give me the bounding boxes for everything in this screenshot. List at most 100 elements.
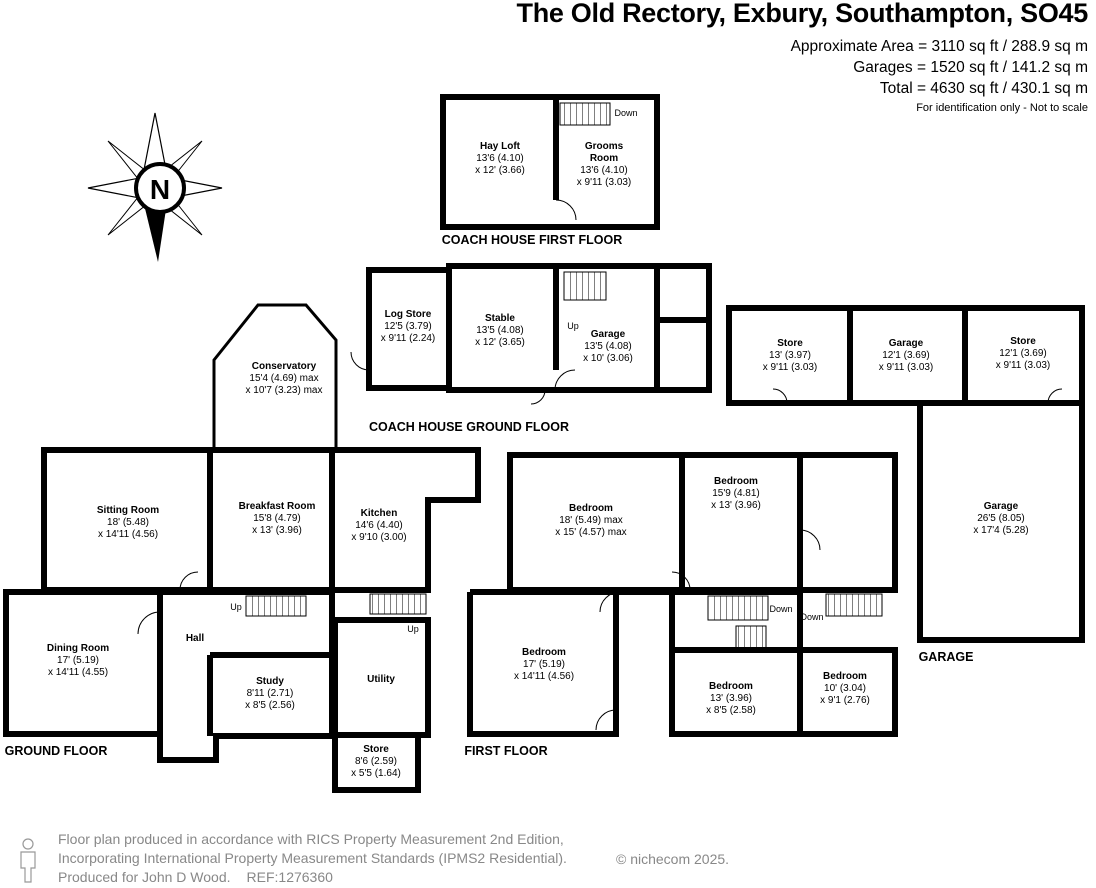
section-garage: GARAGE [919,650,974,664]
footer-line-2: Incorporating International Property Mea… [58,850,567,866]
section-ground: GROUND FLOOR [5,744,108,758]
room-stable: Stable 13'5 (4.08) x 12' (3.65) [475,313,525,348]
room-study: Study 8'11 (2.71) x 8'5 (2.56) [245,676,295,711]
svg-text:x 9'1 (2.76): x 9'1 (2.76) [820,695,870,706]
room-store-a: Store 13' (3.97) x 9'11 (3.03) [763,338,818,373]
room-kitchen: Kitchen 14'6 (4.40) x 9'10 (3.00) [351,508,406,543]
stair-label-up-kitchen: Up [407,624,419,634]
svg-text:x 9'11 (3.03): x 9'11 (3.03) [879,362,934,373]
svg-text:12'5 (3.79): 12'5 (3.79) [384,321,432,332]
compass-icon: N [87,112,223,262]
person-icon [20,838,36,883]
svg-text:Store: Store [777,338,803,349]
svg-text:15'4 (4.69) max: 15'4 (4.69) max [249,373,318,384]
room-bedroom-5: Bedroom 10' (3.04) x 9'1 (2.76) [820,671,870,706]
floor-plan: N [3,94,1085,793]
stair-label-down-rear: Down [800,612,823,622]
svg-text:Store: Store [1010,336,1036,347]
svg-text:Dining Room: Dining Room [47,643,109,654]
area-garages: Garages = 1520 sq ft / 141.2 sq m [853,59,1088,76]
svg-text:x 9'11 (3.03): x 9'11 (3.03) [763,362,818,373]
svg-text:10' (3.04): 10' (3.04) [824,683,866,694]
room-garage-big: Garage 26'5 (8.05) x 17'4 (5.28) [973,501,1028,536]
svg-text:x 9'11 (3.03): x 9'11 (3.03) [996,360,1051,371]
svg-text:x 9'10 (3.00): x 9'10 (3.00) [351,532,406,543]
section-coach-first: COACH HOUSE FIRST FLOOR [442,233,623,247]
footer-copyright: © nichecom 2025. [616,851,730,867]
room-store-c: Store 12'1 (3.69) x 9'11 (3.03) [996,336,1051,371]
room-utility: Utility [367,674,395,685]
footer: Floor plan produced in accordance with R… [58,830,729,887]
svg-text:Bedroom: Bedroom [823,671,867,682]
svg-text:x 14'11 (4.56): x 14'11 (4.56) [98,529,158,540]
svg-text:13'6 (4.10): 13'6 (4.10) [580,165,628,176]
svg-text:Sitting Room: Sitting Room [97,505,159,516]
room-garage-b: Garage 12'1 (3.69) x 9'11 (3.03) [879,338,934,373]
svg-text:18' (5.49) max: 18' (5.49) max [559,515,623,526]
room-sitting: Sitting Room 18' (5.48) x 14'11 (4.56) [97,505,159,540]
svg-text:x 10'7 (3.23) max: x 10'7 (3.23) max [246,385,323,396]
section-first: FIRST FLOOR [464,744,547,758]
svg-text:Log Store: Log Store [385,309,432,320]
svg-text:x 13' (3.96): x 13' (3.96) [711,500,761,511]
stair-label-up-hall: Up [230,602,242,612]
svg-text:Conservatory: Conservatory [252,361,317,372]
area-main: Approximate Area = 3110 sq ft / 288.9 sq… [790,38,1088,55]
svg-text:13'5 (4.08): 13'5 (4.08) [584,341,632,352]
area-total: Total = 4630 sq ft / 430.1 sq m [879,80,1088,97]
svg-text:Garage: Garage [591,329,626,340]
svg-text:13' (3.96): 13' (3.96) [710,693,752,704]
svg-text:x 8'5 (2.56): x 8'5 (2.56) [245,700,295,711]
svg-text:17' (5.19): 17' (5.19) [523,659,565,670]
svg-text:x 17'4 (5.28): x 17'4 (5.28) [973,525,1028,536]
svg-text:x 9'11 (2.24): x 9'11 (2.24) [381,333,436,344]
svg-text:x 15' (4.57) max: x 15' (4.57) max [555,527,626,538]
svg-text:Grooms: Grooms [585,141,624,152]
room-coach-garage: Garage 13'5 (4.08) x 10' (3.06) [583,329,633,364]
room-conservatory: Conservatory 15'4 (4.69) max x 10'7 (3.2… [246,361,323,396]
footer-ref: REF:1276360 [246,869,333,885]
svg-text:15'9 (4.81): 15'9 (4.81) [712,488,760,499]
footer-produced-for: Produced for John D Wood. [58,869,231,885]
compass-letter: N [150,174,170,205]
svg-text:17' (5.19): 17' (5.19) [57,655,99,666]
scale-note: For identification only - Not to scale [916,102,1088,114]
footer-line-1: Floor plan produced in accordance with R… [58,831,564,847]
coach-ground-walls [446,263,712,393]
svg-text:Room: Room [590,153,618,164]
svg-text:Hall: Hall [186,633,205,644]
coach-first-outline [440,94,660,230]
svg-text:x 12' (3.66): x 12' (3.66) [475,165,525,176]
room-bedroom-4: Bedroom 13' (3.96) x 8'5 (2.58) [706,681,756,716]
svg-text:26'5 (8.05): 26'5 (8.05) [977,513,1025,524]
staircases [245,102,883,651]
svg-text:15'8 (4.79): 15'8 (4.79) [253,513,301,524]
svg-text:Bedroom: Bedroom [714,476,758,487]
svg-text:Store: Store [363,744,389,755]
area-summary: Approximate Area = 3110 sq ft / 288.9 sq… [791,36,1088,99]
svg-text:x 10' (3.06): x 10' (3.06) [583,353,633,364]
room-grooms: Grooms Room 13'6 (4.10) x 9'11 (3.03) [577,141,632,188]
svg-text:x 12' (3.65): x 12' (3.65) [475,337,525,348]
store-c-walls [962,305,1085,406]
svg-text:x 13' (3.96): x 13' (3.96) [252,525,302,536]
room-hall: Hall [186,633,205,644]
big-garage-walls [917,403,1085,643]
stair-label-down-landing: Down [769,604,792,614]
stair-label-up-coach: Up [567,321,579,331]
svg-text:8'11 (2.71): 8'11 (2.71) [247,688,294,699]
footer-produced: Produced for John D Wood. REF:1276360 [58,868,567,887]
room-breakfast: Breakfast Room 15'8 (4.79) x 13' (3.96) [239,501,316,536]
svg-text:Stable: Stable [485,313,515,324]
svg-text:Breakfast Room: Breakfast Room [239,501,316,512]
room-bedroom-2: Bedroom 15'9 (4.81) x 13' (3.96) [711,476,761,511]
room-bedroom-3: Bedroom 17' (5.19) x 14'11 (4.56) [514,647,574,682]
svg-text:x 9'11 (3.03): x 9'11 (3.03) [577,177,632,188]
svg-text:Bedroom: Bedroom [522,647,566,658]
svg-text:12'1 (3.69): 12'1 (3.69) [999,348,1047,359]
room-bedroom-1: Bedroom 18' (5.49) max x 15' (4.57) max [555,503,626,538]
room-hay-loft: Hay Loft 13'6 (4.10) x 12' (3.66) [475,141,525,176]
room-store-gf: Store 8'6 (2.59) x 5'5 (1.64) [351,744,401,779]
svg-text:x 8'5 (2.58): x 8'5 (2.58) [706,705,756,716]
svg-text:Study: Study [256,676,284,687]
